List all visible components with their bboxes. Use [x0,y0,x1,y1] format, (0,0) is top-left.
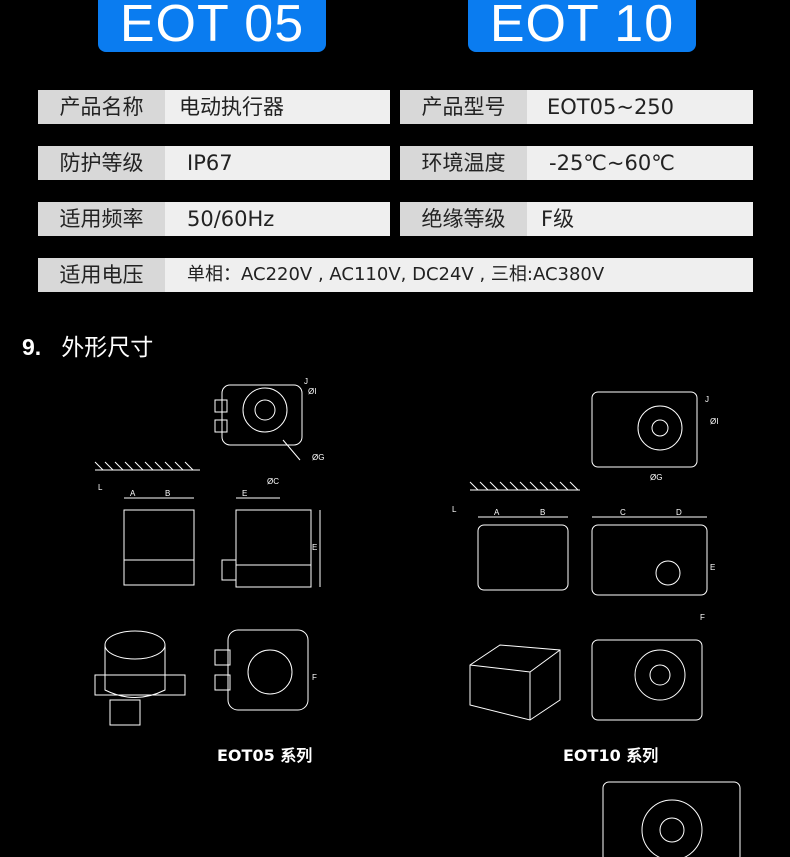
spec-value: IP67 [187,151,233,175]
spec-label: 产品型号 [400,90,527,124]
eot05-bottom-view: F [214,629,317,711]
svg-text:J: J [705,395,709,404]
spec-label: 适用电压 [38,258,165,292]
spec-value: 单相：AC220V , AC110V, DC24V , 三相:AC380V [187,264,605,285]
section-title: 外形尺寸 [61,335,154,361]
spec-value: 电动执行器 [179,95,284,119]
svg-text:L: L [98,483,103,492]
eot05-top-view: J ØI ØG [214,377,324,462]
spec-row: 绝缘等级 F级 [400,202,753,236]
svg-text:B: B [165,489,170,498]
caption-eot10: EOT10 系列 [563,746,659,765]
label-j: J [304,377,308,386]
svg-text:F: F [312,673,317,682]
spec-row: 防护等级 IP67 [38,146,390,180]
spec-row: 产品型号 EOT05~250 [400,90,753,124]
eot10-bottom-view [591,639,703,721]
svg-text:D: D [676,508,682,517]
svg-text:ØI: ØI [308,387,316,396]
spec-label: 产品名称 [38,90,165,124]
eot10-top-view: J ØI ØG [591,391,718,482]
eot10-side-view: C D E F [591,508,715,622]
section-heading: 9. 外形尺寸 [22,328,153,362]
spec-row: 产品名称电动执行器 [38,90,390,124]
svg-text:E: E [312,543,317,552]
svg-text:ØG: ØG [650,473,662,482]
svg-text:L: L [452,505,457,514]
svg-text:ØG: ØG [312,453,324,462]
spec-value: EOT05~250 [547,95,675,119]
svg-text:B: B [540,508,545,517]
spec-row: 环境温度 -25℃~60℃ [400,146,753,180]
eot05-iso-view [94,630,186,726]
spec-value: 50/60Hz [187,207,275,231]
svg-text:ØI: ØI [710,417,718,426]
svg-text:ØC: ØC [267,477,279,486]
spec-value: -25℃~60℃ [549,151,675,175]
svg-text:F: F [700,613,705,622]
section-number: 9. [22,334,42,360]
eot05-side-view: E ØC E [221,477,321,588]
svg-text:E: E [242,489,247,498]
spec-label: 绝缘等级 [400,202,527,236]
svg-text:C: C [620,508,626,517]
eot10-iso-view [469,644,561,721]
spec-row: 适用频率 50/60Hz [38,202,390,236]
spec-label: 防护等级 [38,146,165,180]
next-drawing-partial [602,781,741,857]
spec-label: 环境温度 [400,146,527,180]
model-badge-eot10: EOT 10 [468,0,696,53]
svg-text:A: A [494,508,500,517]
svg-text:A: A [130,489,136,498]
model-badge-eot05: EOT 05 [98,0,326,53]
spec-value: F级 [541,207,575,231]
spec-row: 适用电压 单相：AC220V , AC110V, DC24V , 三相:AC380… [38,258,753,292]
spec-label: 适用频率 [38,202,165,236]
svg-text:E: E [710,563,715,572]
caption-eot05: EOT05 系列 [217,746,313,765]
